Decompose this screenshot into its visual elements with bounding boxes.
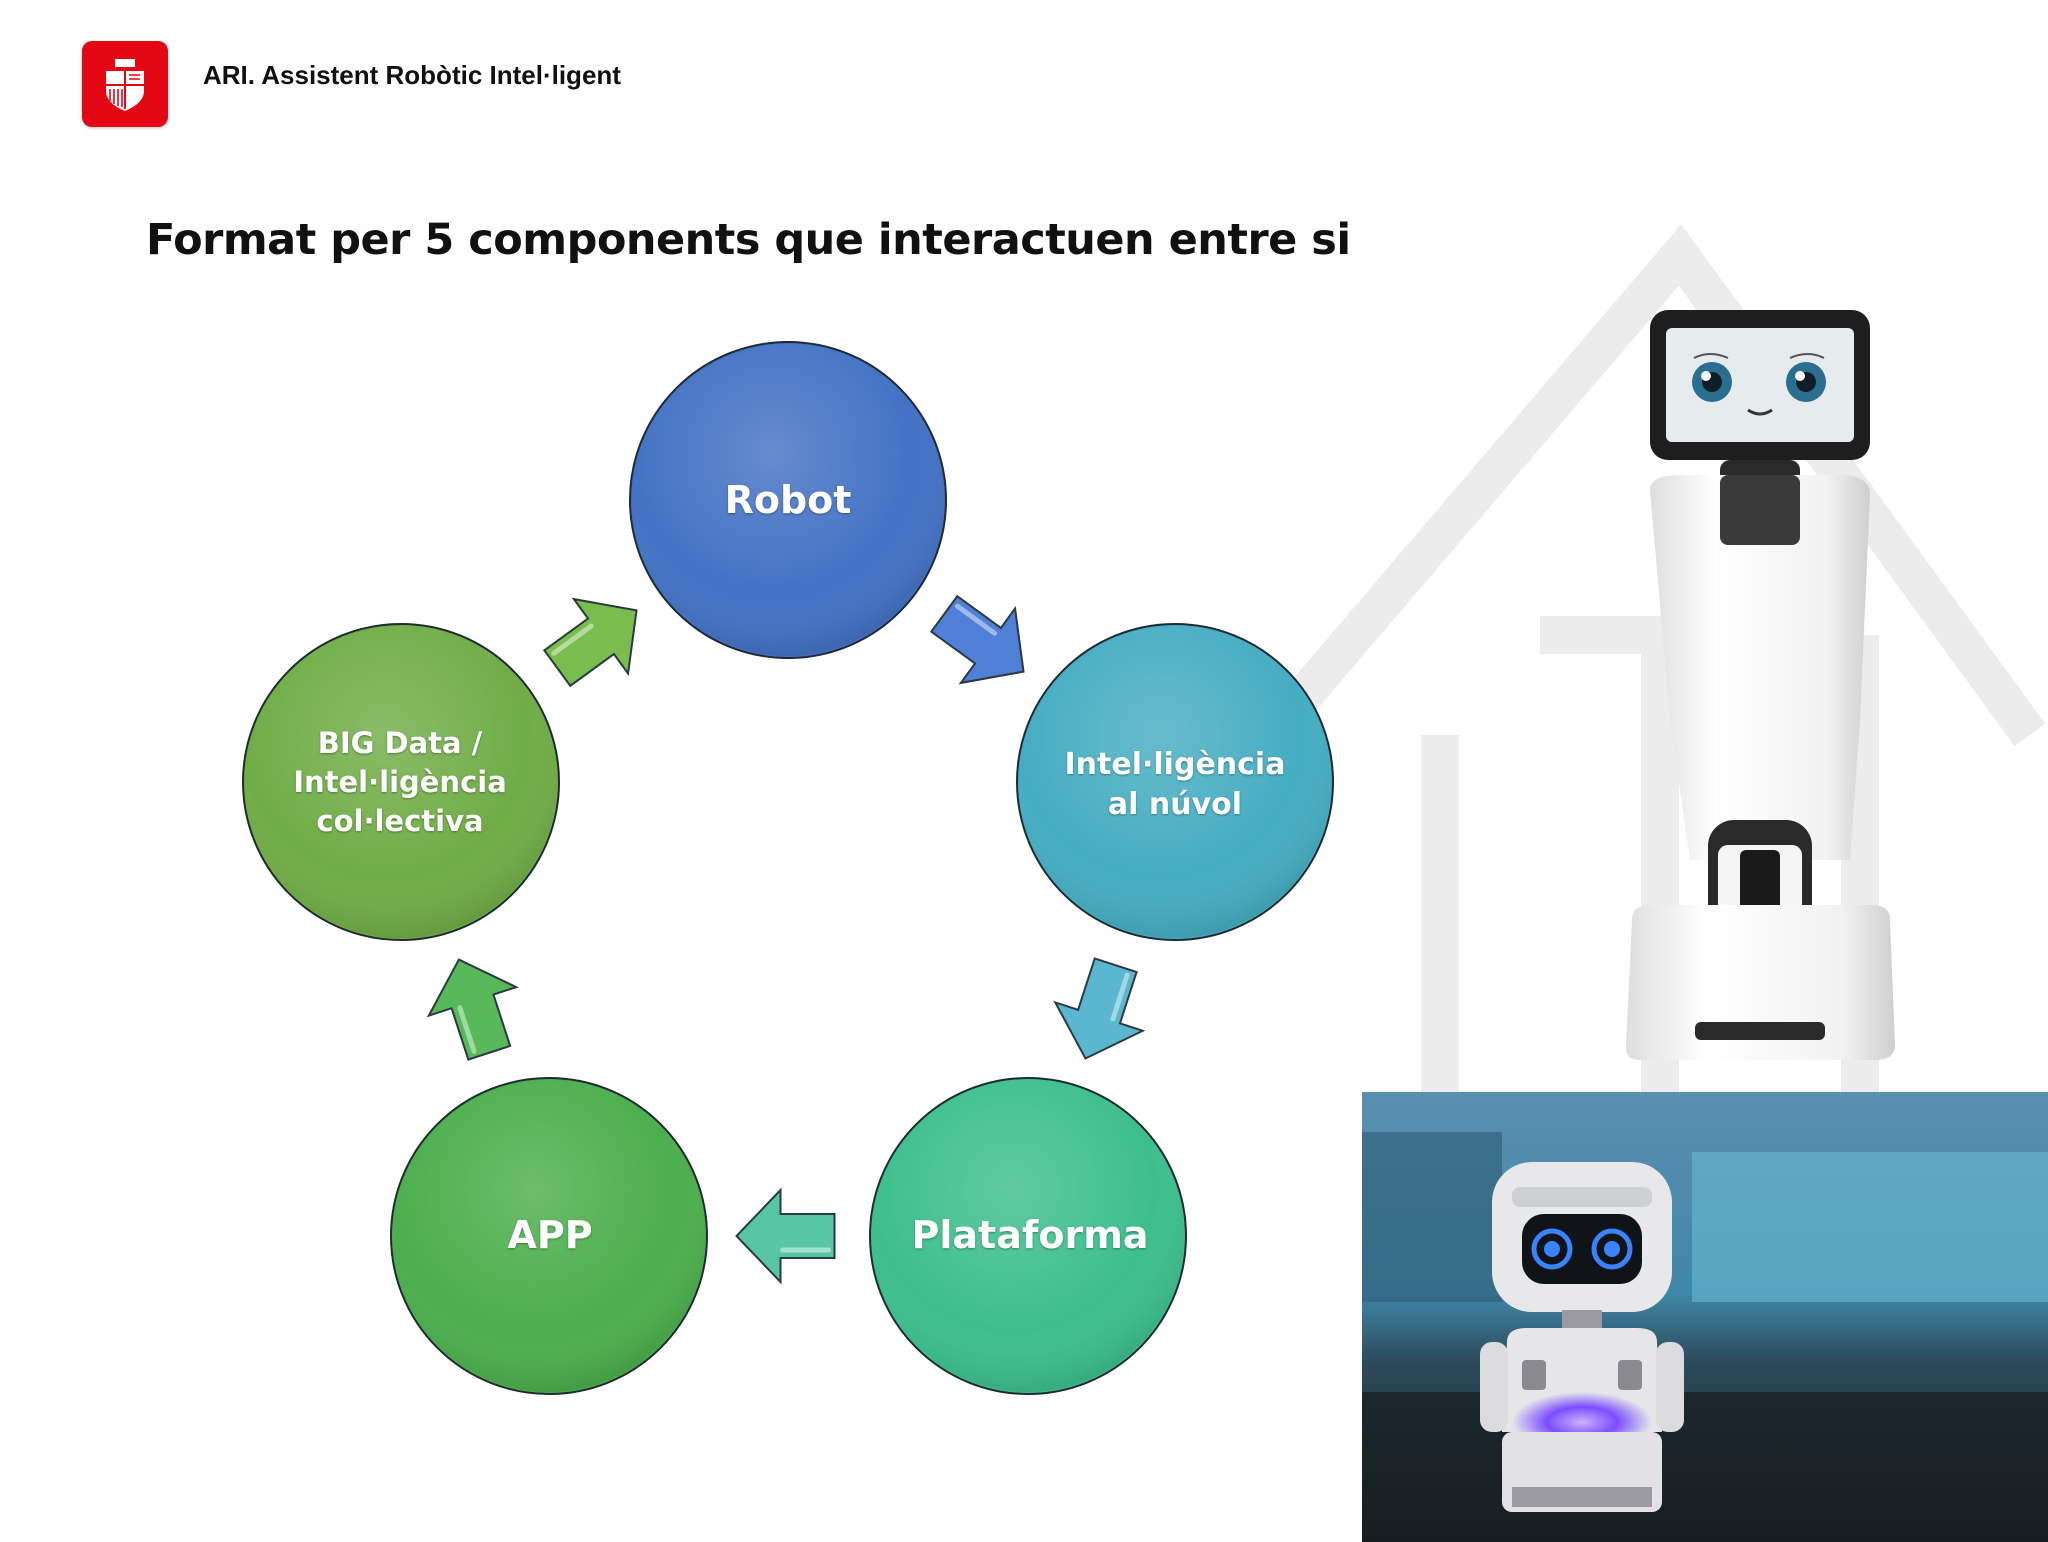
node-app-label: APP — [507, 1213, 593, 1257]
node-platform-gloss — [872, 1080, 1184, 1392]
arrow-cloud-to-platform — [1053, 957, 1146, 1060]
node-bigdata — [242, 623, 560, 941]
arrow-platform-to-app — [735, 1187, 836, 1285]
node-cloud-gloss — [1019, 626, 1331, 938]
logo — [82, 41, 168, 127]
arrow-robot-to-cloud — [929, 594, 1025, 685]
slide-title: Format per 5 components que interactuen … — [146, 215, 1351, 265]
service-robot-photo — [1625, 310, 1895, 1060]
node-bigdata-label: BIG Data / Intel·ligència col·lectiva — [293, 726, 507, 838]
city-shield-icon — [106, 59, 144, 111]
node-cloud-label: Intel·ligència al núvol — [1064, 747, 1286, 822]
arrow-bigdata-to-robot — [542, 597, 638, 688]
node-robot-gloss — [632, 344, 944, 656]
node-robot — [629, 341, 947, 659]
node-bigdata-gloss — [245, 626, 557, 938]
node-app-gloss — [393, 1080, 705, 1392]
node-cloud — [1016, 623, 1334, 941]
node-platform — [869, 1077, 1187, 1395]
arrow-app-to-bigdata — [426, 958, 519, 1061]
small-robot-photo — [1362, 1092, 2048, 1542]
node-robot-label: Robot — [724, 478, 852, 522]
node-app — [390, 1077, 708, 1395]
node-platform-label: Plataforma — [911, 1213, 1149, 1257]
cycle-diagram — [242, 341, 1334, 1395]
header-title: ARI. Assistent Robòtic Intel·ligent — [203, 60, 621, 90]
